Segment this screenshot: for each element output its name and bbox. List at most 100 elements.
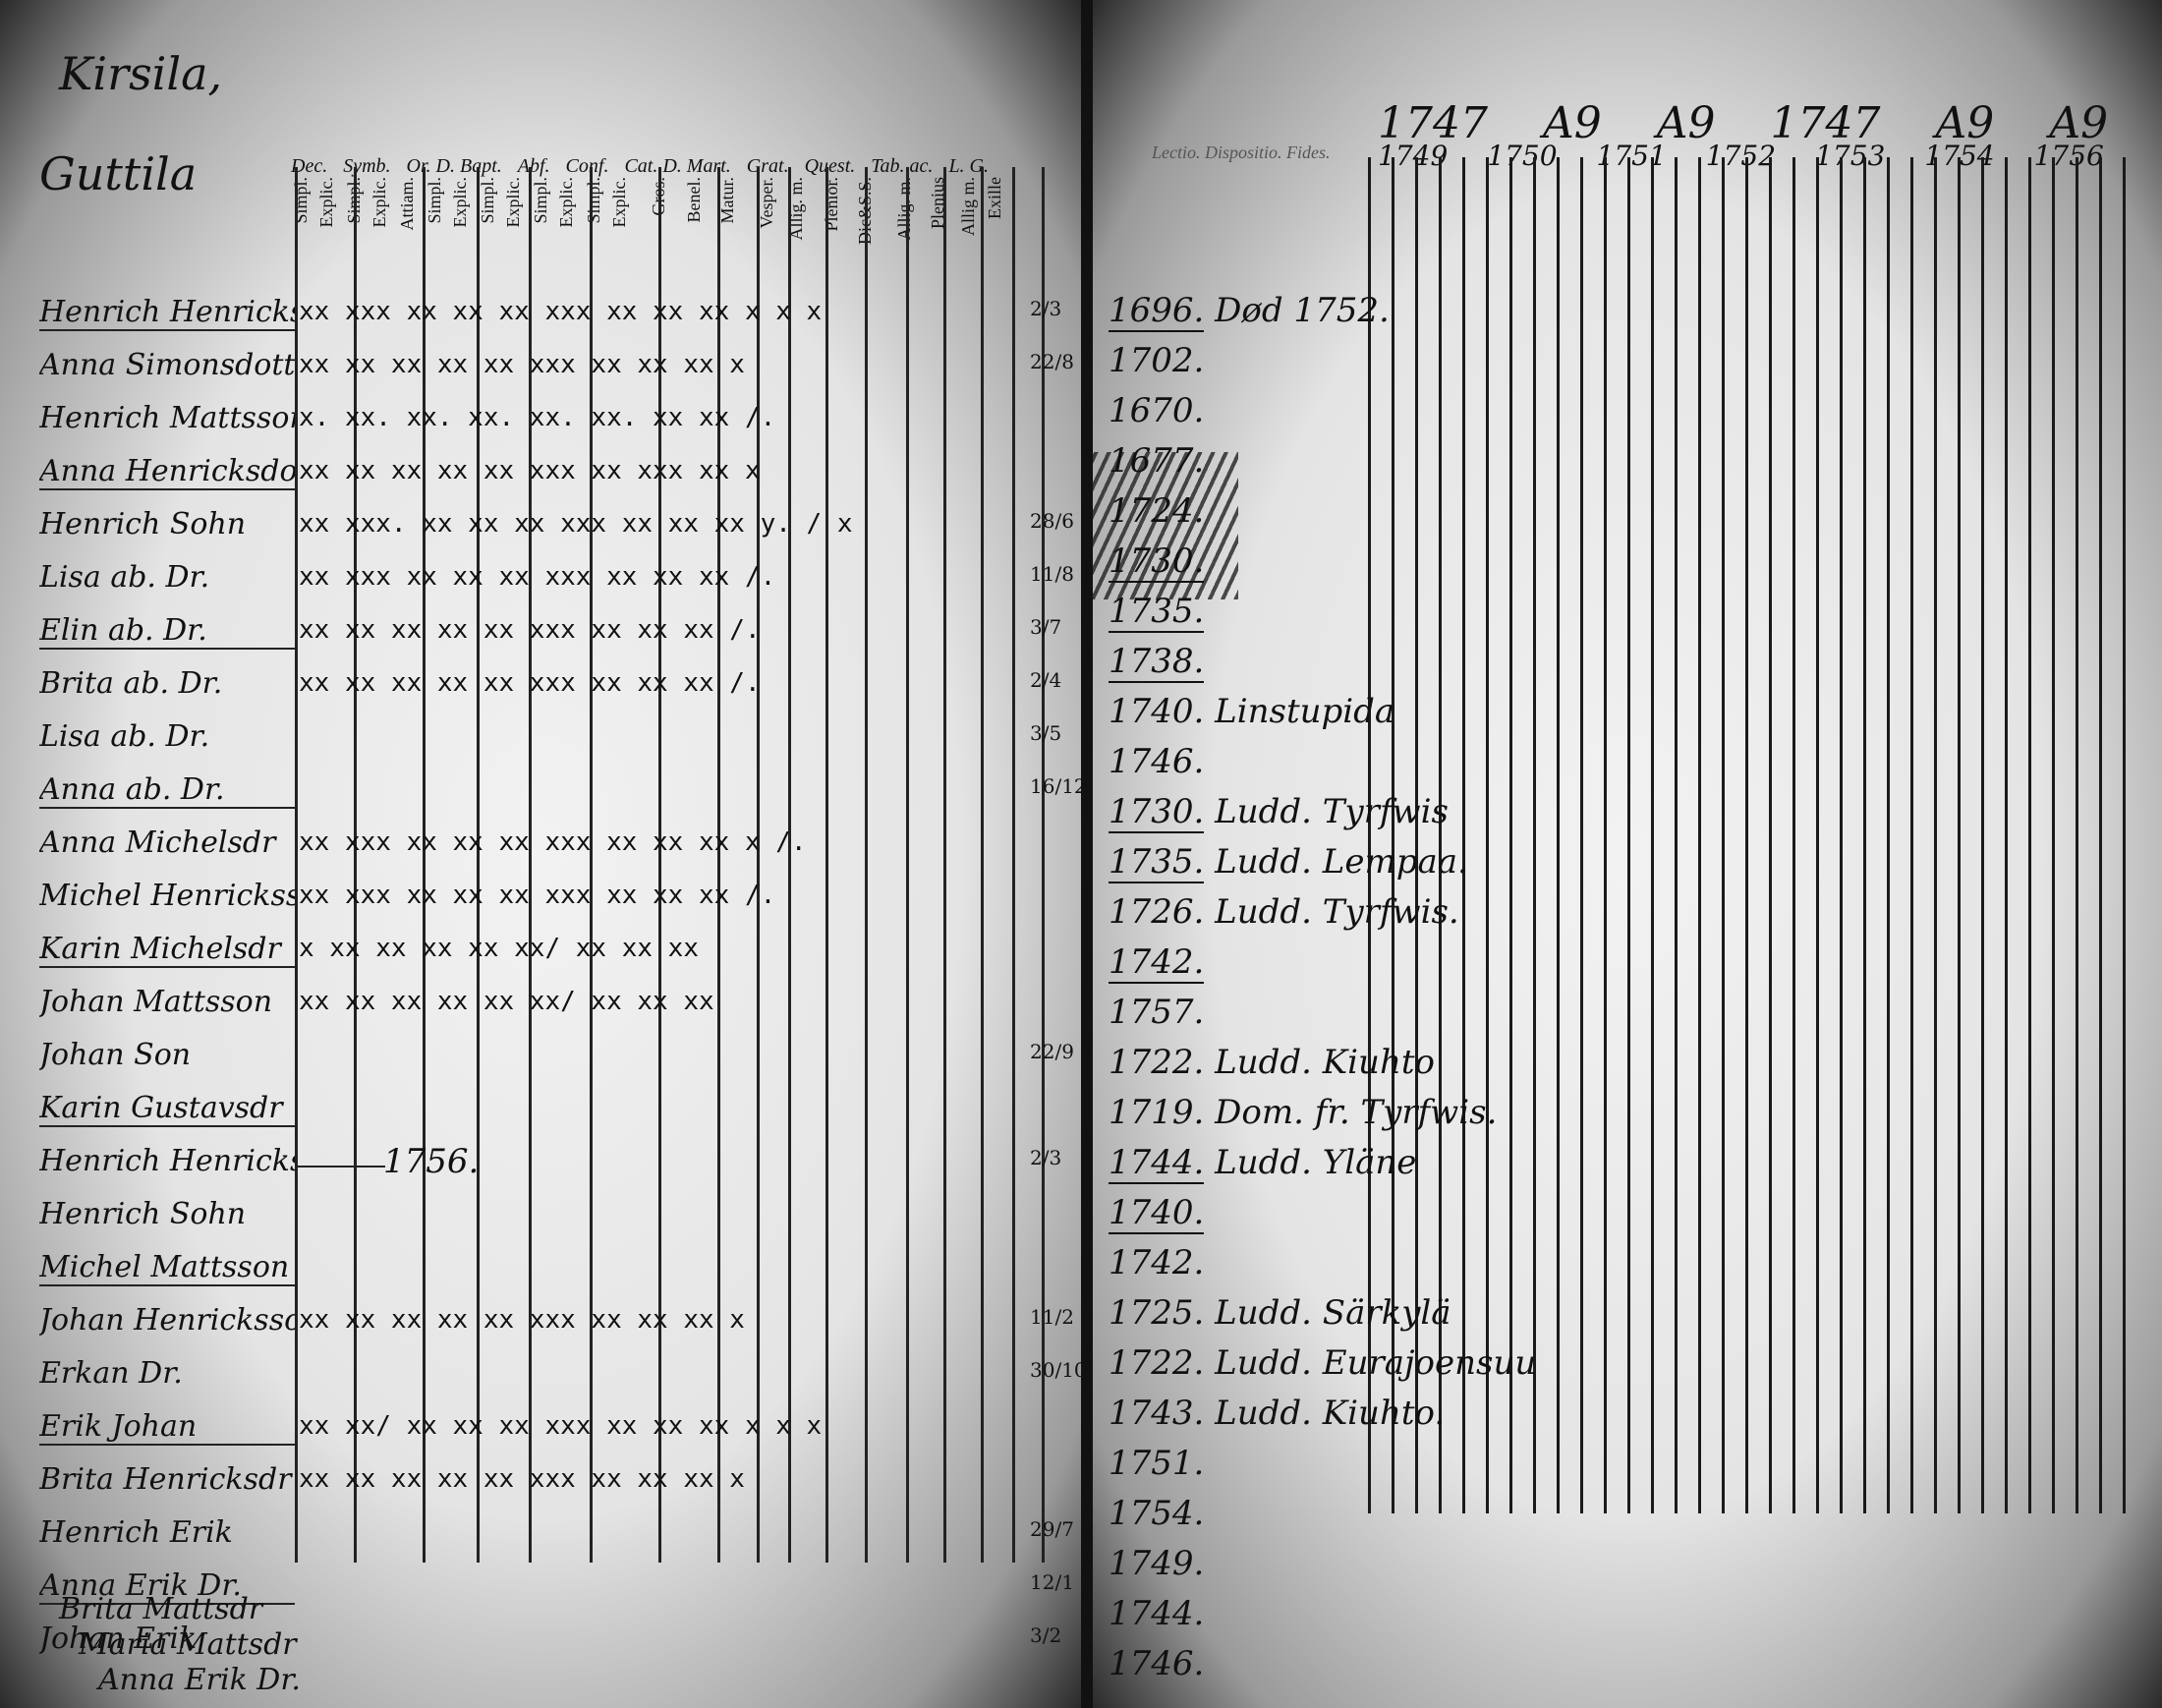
column-rule [757,167,760,1563]
header-label: Dec. [291,155,328,177]
birth-note: Ludd. Tyrfwis. [1204,892,1459,932]
birth-entry: 1744. [1109,1594,1204,1633]
communion-date: 12/1 [1030,1570,1074,1594]
birth-entry: 1754. [1109,1494,1204,1533]
bottom-name: Anna Erik Dr. [98,1663,301,1697]
column-label: Allig m. [958,177,978,237]
catechism-marks: xx xxx xx xx xx xxx xx xx xx x /. [299,827,807,857]
birth-entry: 1730. Ludd. Tyrfwis [1109,792,1449,833]
header-label: Quest. [804,155,856,177]
column-label: Benel. [684,177,704,223]
birth-entry: 1722. Ludd. Kiuhto [1109,1043,1435,1082]
birth-year: 1740. [1109,1193,1205,1234]
birth-year: 1696. [1109,291,1205,332]
column-rule [1675,157,1678,1513]
communion-date: 22/8 [1030,350,1074,373]
birth-entry: 1722. Ludd. Eurajoensuu [1109,1343,1536,1383]
header-label: Conf. [565,155,609,177]
catechism-marks: xx xxx xx xx xx xxx xx xx xx x x x [299,297,823,326]
column-label: Explic. [316,177,336,228]
birth-entry: 1719. Dom. fr. Tyrfwis. [1109,1093,1497,1132]
communion-date: 3/2 [1030,1623,1062,1647]
village-name-heading: Kirsila, [59,47,223,100]
birth-entry: 1677. [1109,441,1204,481]
column-rule [1368,157,1371,1513]
birth-note: Ludd. Lempaa. [1204,842,1468,882]
column-rule [477,167,480,1563]
year-subheader: 1749 [1378,140,1449,172]
header-label: Tab. ac. [871,155,934,177]
column-rule [1745,157,1748,1513]
header-label: Grat. [746,155,789,177]
birth-year: 1724. [1109,491,1205,531]
member-name: Karin Michelsdr [39,932,295,968]
birth-year: 1735. [1109,592,1205,633]
member-name: Johan Son [39,1038,192,1072]
column-rule [1392,157,1394,1513]
column-label: Simpl. [531,177,550,224]
catechism-marks: xx xx xx xx xx xxx xx xx xx x [299,350,745,379]
year-header: A9 [1656,98,1716,148]
header-label: Symb. [343,155,391,177]
member-name: Elin ab. Dr. [39,613,295,650]
member-name: Anna Michelsdr [39,826,276,860]
member-name: Michel Henricksson [39,879,295,913]
member-name: Karin Gustavsdr [39,1091,295,1127]
column-rule [2076,157,2078,1513]
catechism-marks: xx xx xx xx xx xxx xx xx xx /. [299,668,761,698]
birth-year: 1730. [1109,541,1205,583]
member-name: Erkan Dr. [39,1356,183,1391]
member-name: Henrich Sohn [39,1197,247,1231]
birth-year: 1677. [1109,441,1205,481]
catechism-marks: xx xx/ xx xx xx xxx xx xx xx x x x [299,1411,823,1441]
catechism-marks: xx xx xx xx xx xxx xx xx xx x [299,1305,745,1335]
birth-year: 1722. [1109,1043,1205,1082]
year-subheader: 1751 [1596,140,1667,172]
birth-year: 1740. [1109,692,1205,731]
member-name: Michel Mattsson [39,1250,295,1286]
member-name: Henrich Erik [39,1515,233,1550]
birth-entry: 1744. Ludd. Yläne [1109,1143,1416,1184]
column-rule [2052,157,2055,1513]
birth-year: 1742. [1109,942,1205,984]
year-subheader: 1753 [1815,140,1886,172]
ink-smudge [1093,452,1238,599]
member-name: Johan Henricksson [39,1303,295,1338]
birth-entry: 1757. [1109,993,1204,1032]
column-label: Exille [985,177,1004,219]
column-rule [1462,157,1465,1513]
column-label: Explic. [503,177,523,228]
catechism-marks: xx xx xx xx xx xxx xx xxx xx x [299,456,761,485]
member-name: Johan Mattsson [39,985,273,1019]
birth-entry: 1735. [1109,592,1205,633]
birth-note: Ludd. Tyrfwis [1204,792,1449,831]
book-gutter [1081,0,1093,1708]
birth-year: 1738. [1109,642,1205,683]
birth-entry: 1724. [1109,491,1204,531]
header-label: L. G. [948,155,990,177]
birth-entry: 1751. [1109,1444,1204,1483]
birth-note: Linstupida [1204,692,1395,731]
birth-entry: 1742. [1109,942,1205,984]
column-rule [1557,157,1560,1513]
member-name: Anna ab. Dr. [39,772,295,809]
birth-entry: 1735. Ludd. Lempaa. [1109,842,1468,883]
column-rule [865,167,868,1563]
communion-date: 2/3 [1030,1146,1062,1169]
birth-year: 1746. [1109,742,1205,781]
birth-entry: 1670. [1109,391,1204,430]
column-label: Explic. [370,177,389,228]
birth-year: 1746. [1109,1644,1205,1683]
column-label: Simpl. [584,177,603,224]
header-label: Abf. [517,155,550,177]
column-rule [1580,157,1583,1513]
column-rule [2028,157,2031,1513]
birth-entry: 1726. Ludd. Tyrfwis. [1109,892,1459,932]
birth-entry: 1746. [1109,742,1204,781]
catechism-marks: xx xx xx xx xx xxx xx xx xx x [299,1464,745,1494]
village-name-subheading: Guttila [39,147,198,200]
column-rule [1958,157,1961,1513]
column-rule [906,167,909,1563]
member-name: Lisa ab. Dr. [39,560,210,595]
left-page: Kirsila, Guttila Dec.Symb.Or. D. Bapt.Ab… [0,0,1081,1708]
